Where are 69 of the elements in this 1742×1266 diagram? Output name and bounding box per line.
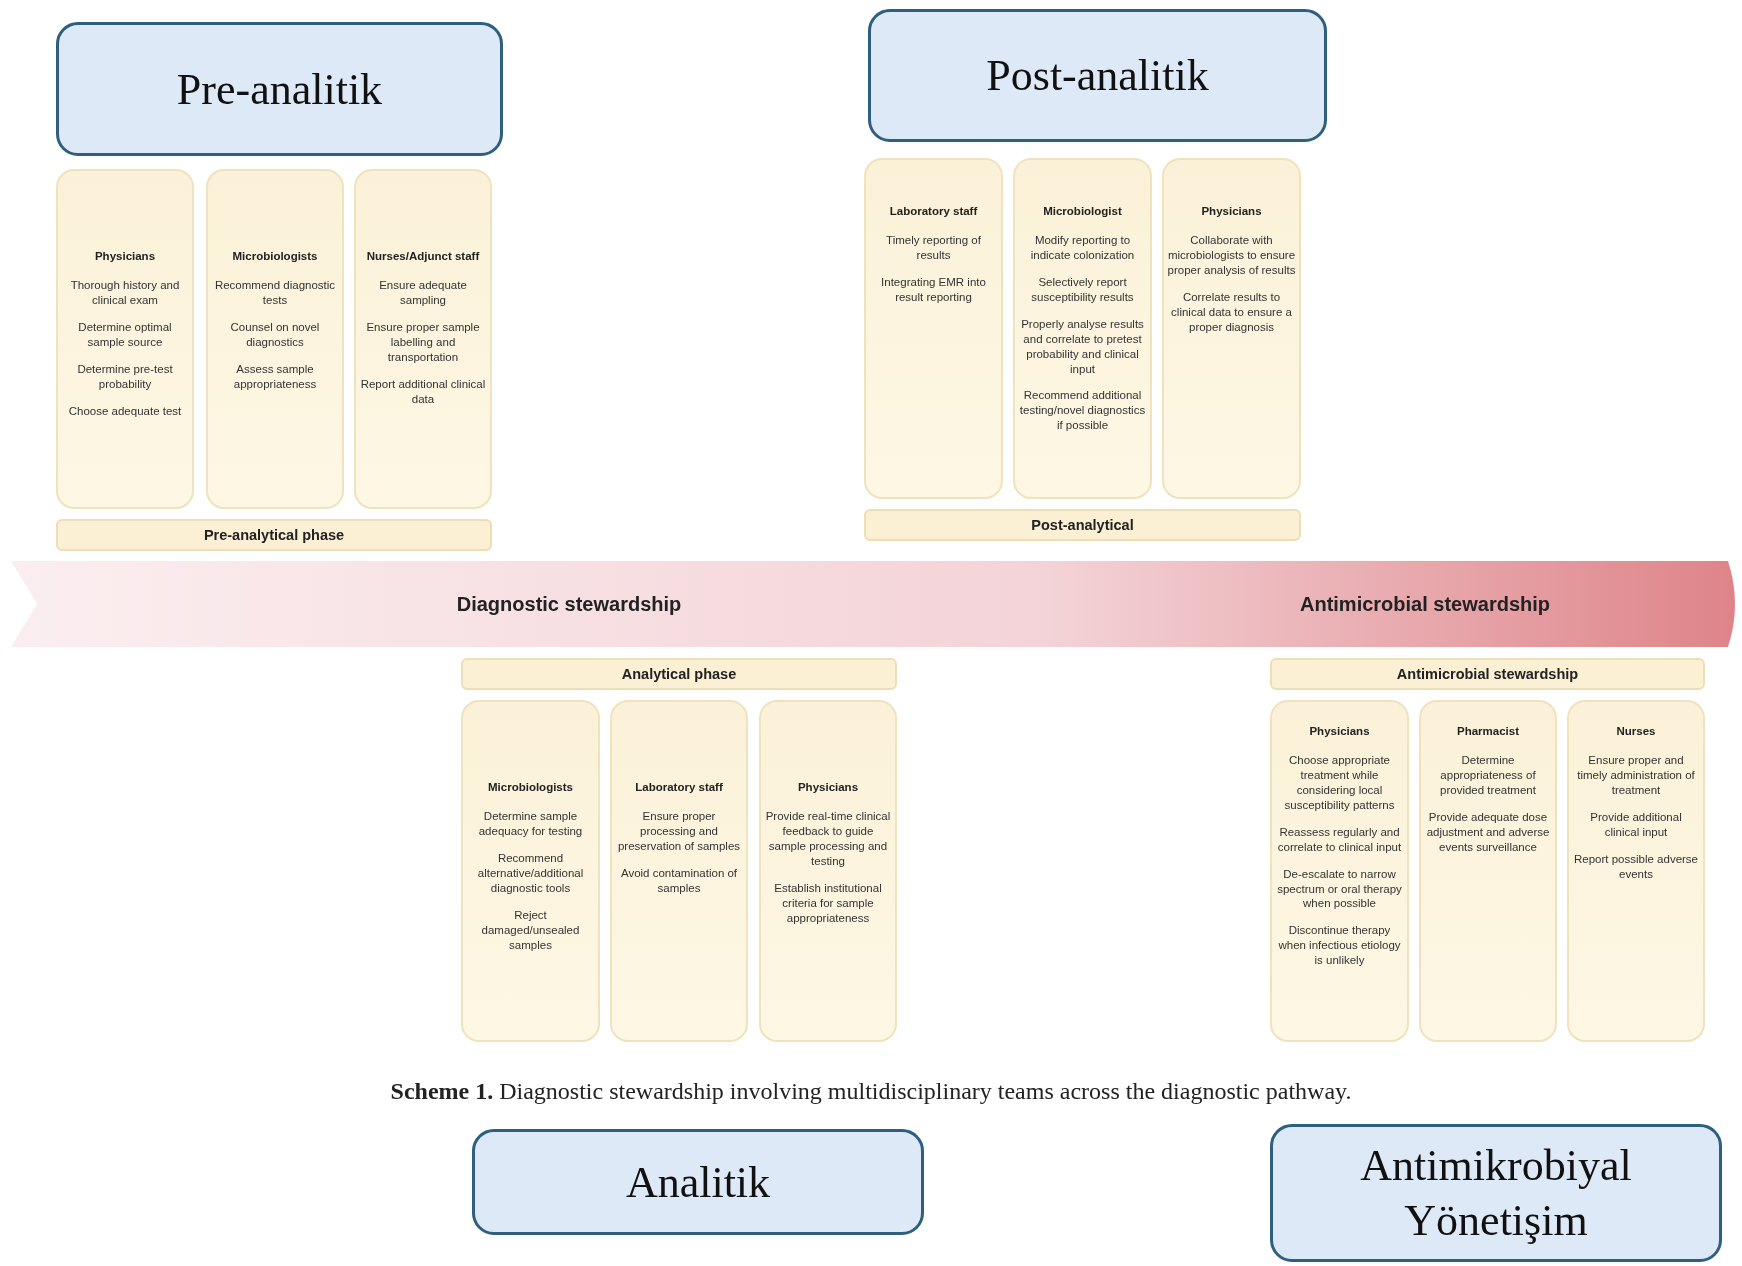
task-text: Determine appropriateness of provided treatment: [1439, 752, 1537, 798]
role-card: [1270, 700, 1409, 1042]
phase-title-box: Pre-analitik: [56, 22, 503, 156]
task-text: Discontinue therapy when infectious etiology is unlikely: [1277, 923, 1402, 969]
task-text: Modify reporting to indicate colonization: [1029, 232, 1136, 263]
task-text: De-escalate to narrow spectrum or oral therapy when possible: [1276, 866, 1403, 912]
task-text: Recommend additional testing/novel diagnostics if possible: [1018, 388, 1147, 434]
role-heading: Physicians: [1200, 204, 1263, 219]
role-card: [864, 158, 1003, 499]
role-heading: Microbiologists: [231, 249, 319, 264]
phase-title-box: Analitik: [472, 1129, 924, 1235]
task-text: Report possible adverse events: [1573, 851, 1699, 882]
task-text: Ensure proper and timely administration of treatment: [1576, 752, 1696, 798]
task-text: Recommend diagnostic tests: [213, 277, 337, 308]
task-text: Correlate results to clinical data to ensure a proper diagnosis: [1170, 289, 1293, 335]
task-text: Determine pre-test probability: [76, 361, 174, 392]
phase-title-box: Antimikrobiyal Yönetişim: [1270, 1124, 1722, 1262]
task-text: Establish institutional criteria for sample appropriateness: [773, 880, 883, 926]
phase-header-bar: Pre-analytical phase: [56, 519, 492, 551]
role-card: [1162, 158, 1301, 499]
task-text: Choose appropriate treatment while considering local susceptibility patterns: [1283, 752, 1396, 813]
banner-label: Antimicrobial stewardship: [1299, 592, 1551, 616]
role-card: [759, 700, 897, 1042]
role-card: [610, 700, 748, 1042]
phase-header-bar: Antimicrobial stewardship: [1270, 658, 1705, 690]
task-text: Assess sample appropriateness: [232, 361, 318, 392]
task-text: Avoid contamination of samples: [619, 865, 739, 896]
role-card: [206, 169, 344, 509]
role-heading: Laboratory staff: [888, 204, 979, 219]
role-heading: Physicians: [796, 780, 860, 795]
phase-title-box: Post-analitik: [868, 9, 1327, 142]
task-text: Determine optimal sample source: [77, 319, 173, 350]
task-text: Ensure proper processing and preservation of samples: [616, 808, 742, 854]
role-heading: Laboratory staff: [634, 780, 724, 795]
role-card: [354, 169, 492, 509]
task-text: Provide real-time clinical feedback to guide sample processing and testing: [764, 808, 892, 869]
task-text: Recommend alternative/additional diagnostic tools: [476, 850, 585, 896]
task-text: Thorough history and clinical exam: [69, 277, 181, 308]
task-text: Integrating EMR into result reporting: [880, 274, 987, 305]
phase-header-bar: Analytical phase: [461, 658, 897, 690]
task-text: Reject damaged/unsealed samples: [480, 907, 581, 953]
task-text: Reassess regularly and correlate to clinical input: [1276, 824, 1403, 855]
role-heading: Pharmacist: [1456, 724, 1520, 739]
task-text: Collaborate with microbiologists to ensure proper analysis of results: [1167, 232, 1296, 278]
role-card: [1013, 158, 1152, 499]
role-card: [56, 169, 194, 509]
role-heading: Physicians: [93, 249, 157, 264]
task-text: Counsel on novel diagnostics: [229, 319, 321, 350]
task-text: Choose adequate test: [67, 403, 183, 419]
task-text: Properly analyse results and correlate to pretest probability and clinical input: [1020, 316, 1145, 377]
figure-caption: Scheme 1. Diagnostic stewardship involving multidisciplinary teams across the diagnostic pathway.: [389, 1078, 1353, 1105]
role-heading: Microbiologist: [1042, 204, 1123, 219]
task-text: Selectively report susceptibility results: [1030, 274, 1135, 305]
role-heading: Microbiologists: [487, 780, 574, 795]
phase-header-bar: Post-analytical: [864, 509, 1301, 541]
task-text: Determine sample adequacy for testing: [477, 808, 584, 839]
role-heading: Physicians: [1308, 724, 1371, 739]
role-card: [461, 700, 600, 1042]
role-card: [1419, 700, 1557, 1042]
task-text: Report additional clinical data: [359, 376, 487, 407]
task-text: Provide additional clinical input: [1589, 809, 1683, 840]
role-heading: Nurses: [1615, 724, 1657, 739]
banner-label: Diagnostic stewardship: [456, 592, 682, 616]
task-text: Timely reporting of results: [885, 232, 982, 263]
task-text: Ensure adequate sampling: [378, 277, 468, 308]
task-text: Provide adequate dose adjustment and adverse events surveillance: [1425, 809, 1551, 855]
role-card: [1567, 700, 1705, 1042]
role-heading: Nurses/Adjunct staff: [365, 249, 481, 264]
task-text: Ensure proper sample labelling and transportation: [365, 319, 481, 365]
